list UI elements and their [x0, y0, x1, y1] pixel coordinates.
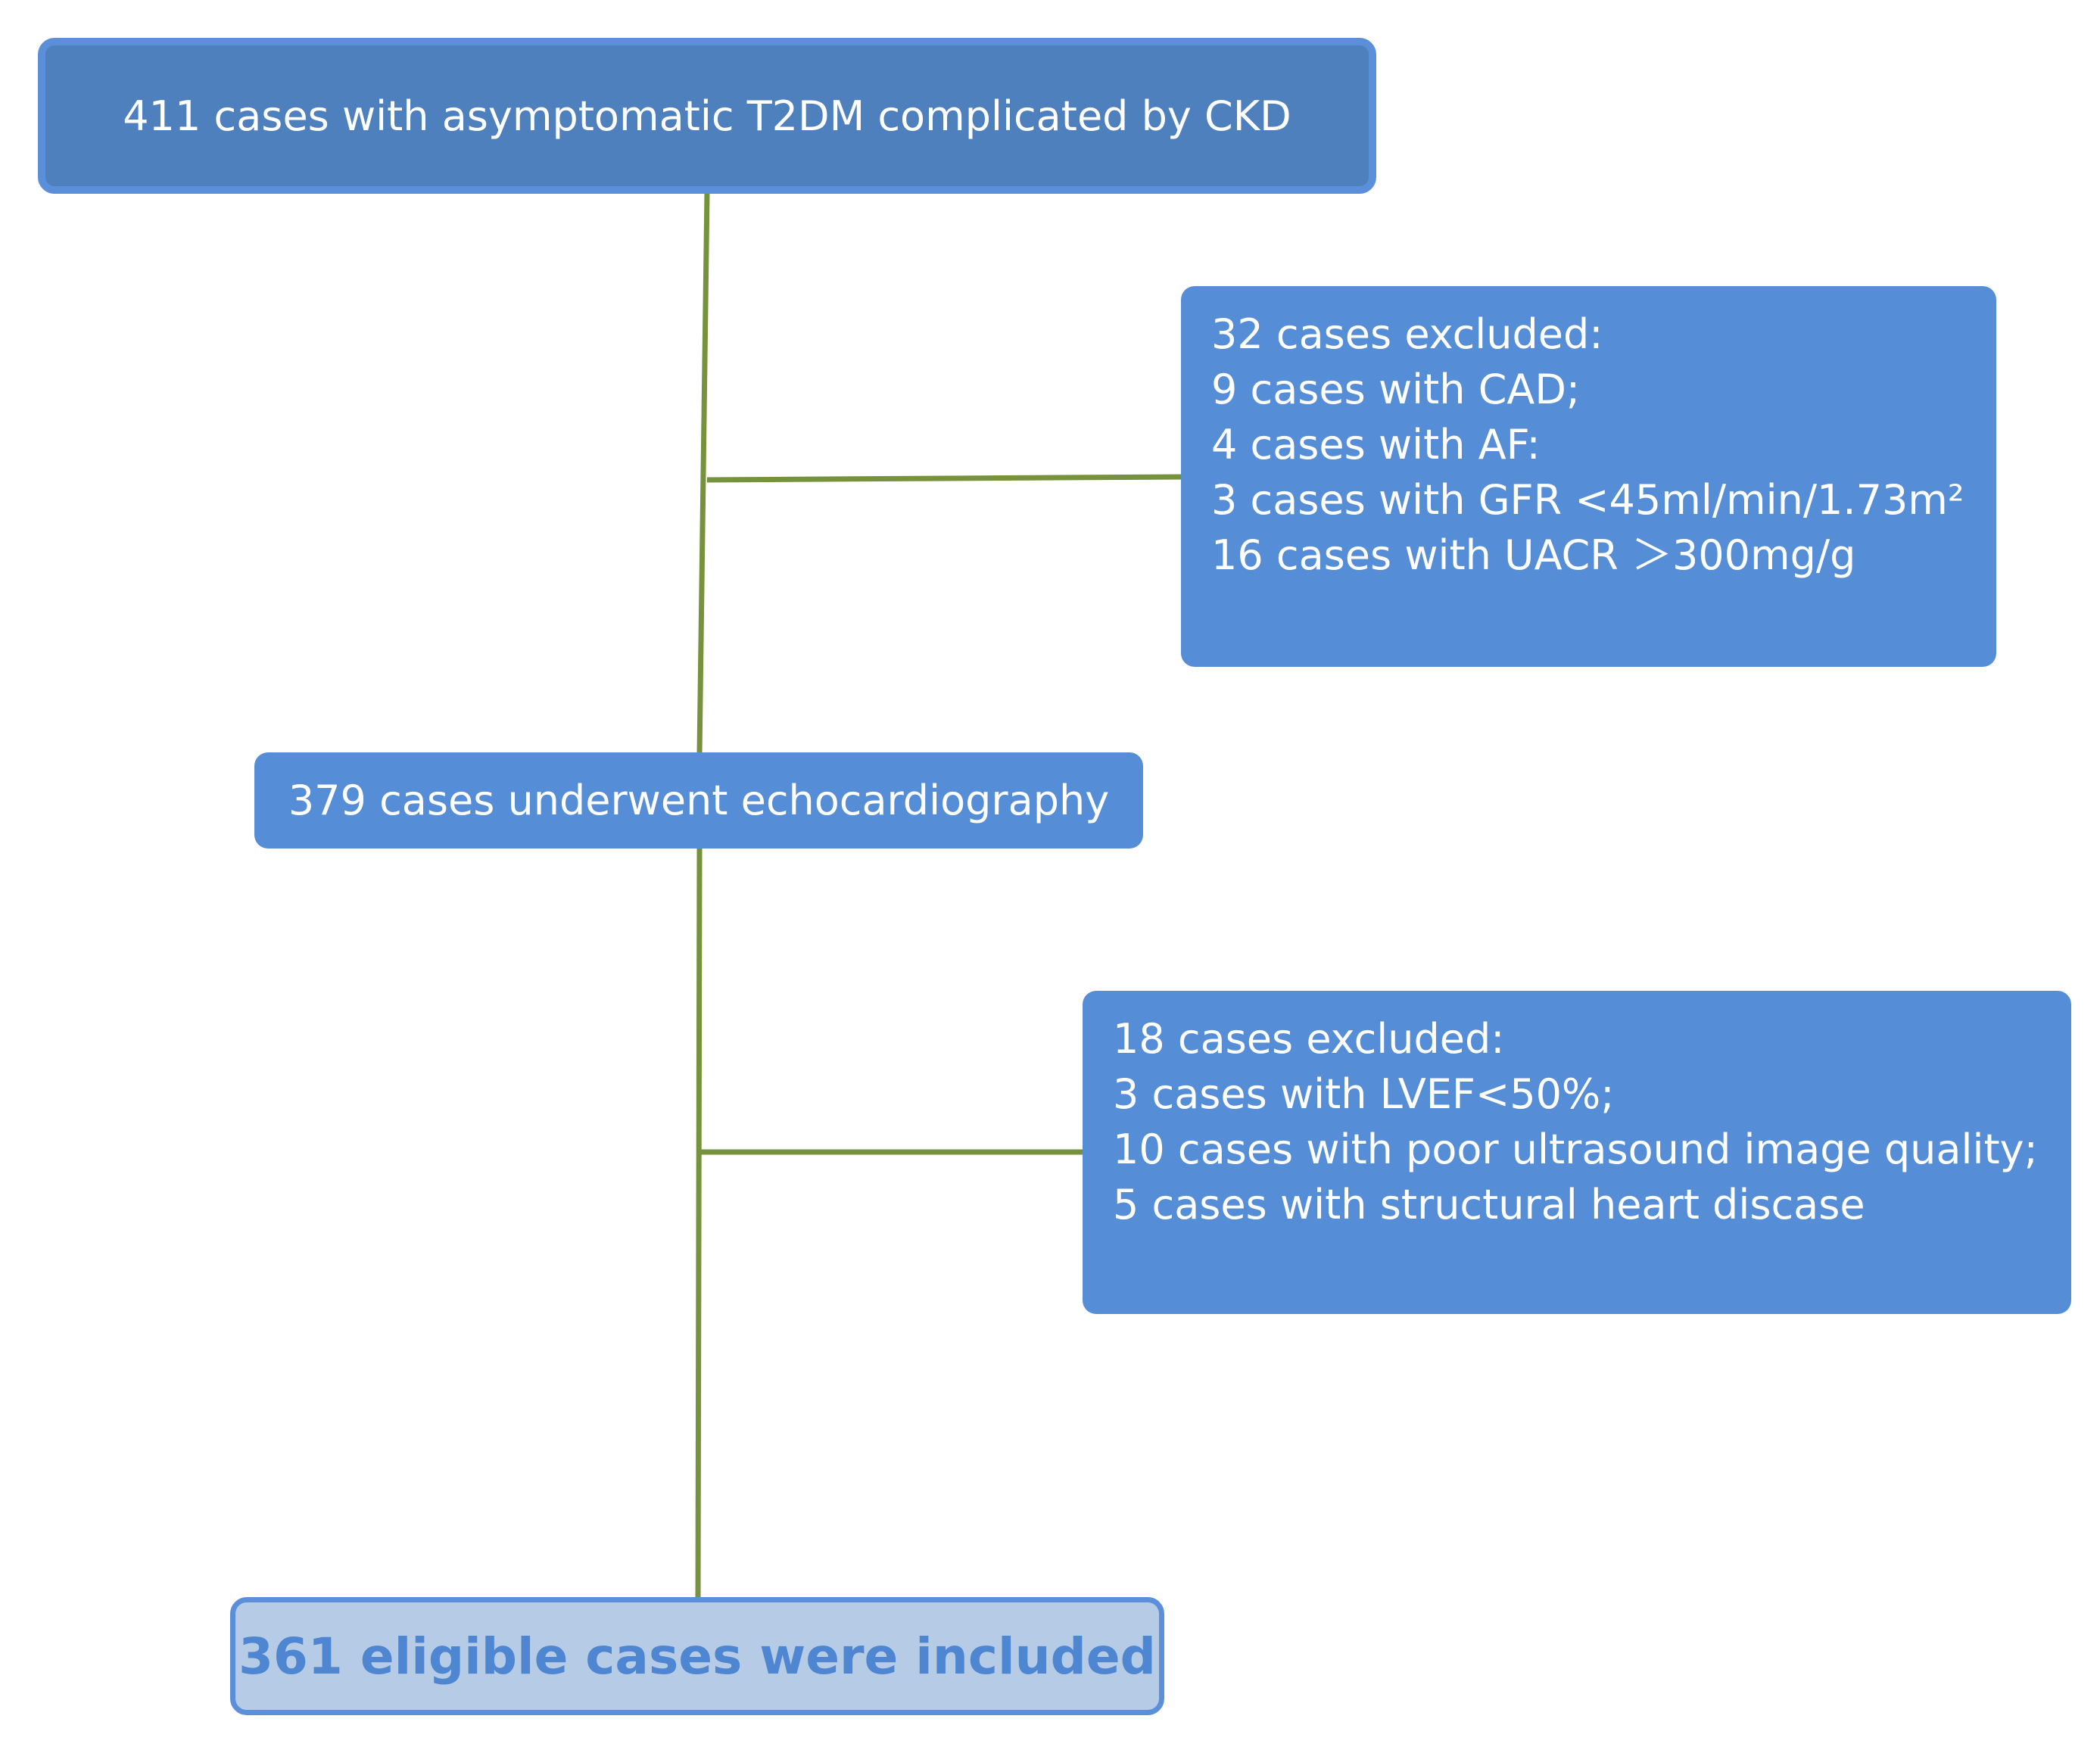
exclusion-2-item: 5 cases with structural heart discase — [1113, 1181, 1865, 1228]
exclusion-box-2: 18 cases excluded: 3 cases with LVEF<50%… — [1083, 991, 2071, 1314]
start-box: 411 cases with asymptomatic T2DM complic… — [38, 38, 1376, 194]
exclusion-2-title: 18 cases excluded: — [1113, 1015, 1505, 1063]
final-box-text: 361 eligible cases were included — [238, 1627, 1156, 1686]
exclusion-1-item: 3 cases with GFR <45ml/min/1.73m² — [1211, 476, 1964, 524]
exclusion-2-item: 10 cases with poor ultrasound image qual… — [1113, 1126, 2038, 1173]
exclusion-1-item: 9 cases with CAD; — [1211, 366, 1581, 413]
exclusion-1-item: 4 cases with AF: — [1211, 421, 1541, 469]
connector-middle-to-final — [695, 846, 703, 1599]
middle-box-text: 379 cases underwent echocardiography — [288, 777, 1110, 824]
final-box: 361 eligible cases were included — [230, 1597, 1164, 1715]
exclusion-1-item: 16 cases with UACR ＞300mg/g — [1211, 531, 1856, 579]
connector-top-to-middle — [696, 192, 710, 755]
exclusion-1-title: 32 cases excluded: — [1211, 310, 1603, 358]
start-box-text: 411 cases with asymptomatic T2DM complic… — [123, 92, 1291, 140]
exclusion-2-item: 3 cases with LVEF<50%; — [1113, 1070, 1615, 1118]
middle-box: 379 cases underwent echocardiography — [254, 752, 1143, 849]
exclusion-box-1: 32 cases excluded: 9 cases with CAD; 4 c… — [1181, 286, 1996, 667]
connector-branch-exclusion-1 — [706, 474, 1183, 483]
